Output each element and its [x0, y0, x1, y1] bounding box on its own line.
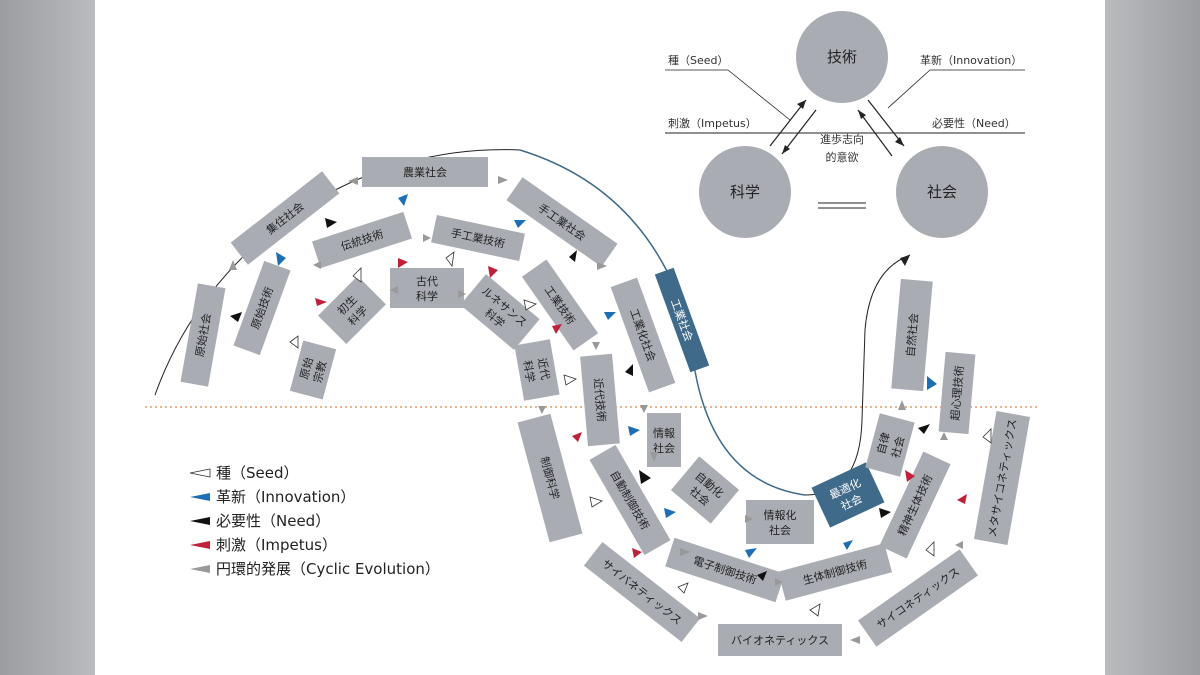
box-kodai-kagaku: 古代 科学	[390, 268, 464, 308]
svg-text:種（Seed）: 種（Seed）	[216, 464, 299, 482]
svg-text:社会: 社会	[769, 523, 791, 537]
svg-text:サイコネティックス: サイコネティックス	[874, 565, 962, 632]
box-meta-psycho: メタサイコネティックス	[973, 411, 1031, 545]
svg-text:必要性（Need）: 必要性（Need）	[216, 512, 330, 530]
svg-text:科学: 科学	[416, 289, 438, 303]
box-renaissance-kagaku: ルネサンス 科学	[460, 274, 540, 350]
svg-text:近代技術: 近代技術	[591, 378, 608, 423]
box-genshi-shakai: 原始社会	[180, 283, 226, 387]
box-jiritsu-shakai: 自律 社会	[865, 413, 915, 477]
svg-text:種（Seed）: 種（Seed）	[668, 53, 729, 67]
svg-text:刺激（Impetus）: 刺激（Impetus）	[668, 116, 757, 130]
legend-innovation: 革新（Innovation）	[190, 488, 355, 506]
circle-kagaku	[699, 146, 791, 238]
svg-text:社会: 社会	[888, 435, 907, 460]
box-shosei-kagaku: 初生 科学	[318, 276, 386, 344]
box-nogyo-shakai: 農業社会	[362, 157, 488, 187]
svg-text:古代: 古代	[416, 275, 438, 288]
legend: 種（Seed） 革新（Innovation） 必要性（Need） 刺激（Impe…	[189, 464, 440, 578]
box-genshi-shukyo: 原始 宗教	[289, 340, 337, 400]
legend-need: 必要性（Need）	[190, 512, 330, 530]
svg-text:革新（Innovation）: 革新（Innovation）	[216, 488, 355, 506]
svg-text:近代: 近代	[535, 357, 552, 381]
svg-text:的意欲: 的意欲	[826, 150, 859, 164]
triad-diagram: 技術 科学 社会 進歩志向 的意欲 種（Seed） 革新（Innovatio	[665, 11, 1025, 238]
arrow-markers	[229, 176, 992, 644]
box-joho-shakai: 情報 社会	[647, 413, 681, 467]
svg-text:社会: 社会	[653, 441, 675, 455]
box-kindai-kagaku: 近代 科学	[514, 339, 560, 401]
circle-shakai	[896, 146, 988, 238]
circle-gijutsu	[796, 11, 888, 103]
svg-text:科学: 科学	[730, 183, 760, 201]
svg-text:必要性（Need）: 必要性（Need）	[932, 116, 1016, 130]
right-backdrop	[1105, 0, 1200, 675]
svg-text:原始: 原始	[297, 356, 316, 381]
box-shukogyo-gijutsu: 手工業技術	[431, 214, 525, 262]
svg-text:革新（Innovation）: 革新（Innovation）	[920, 53, 1022, 67]
box-jidoka-shakai: 自動化 社会	[670, 456, 740, 524]
box-dento-gijutsu: 伝統技術	[312, 211, 412, 269]
box-shizen-shakai: 自然社会	[891, 278, 933, 392]
left-backdrop	[0, 0, 95, 675]
svg-text:情報化: 情報化	[764, 508, 797, 522]
svg-text:技術: 技術	[827, 48, 857, 66]
svg-text:情報: 情報	[653, 427, 675, 440]
box-seigyo-kagaku: 制御科学	[517, 413, 583, 543]
box-seitai-seigyo: 生体制御技術	[777, 543, 893, 601]
svg-text:刺激（Impetus）: 刺激（Impetus）	[216, 536, 337, 554]
svg-text:自然社会: 自然社会	[903, 312, 921, 357]
box-bionetics: バイオネティックス	[718, 624, 842, 656]
box-johoka-shakai: 情報化 社会	[746, 500, 814, 544]
box-kindai-gijutsu: 近代技術	[580, 353, 620, 447]
svg-text:バイオネティックス: バイオネティックス	[731, 634, 829, 647]
svg-text:農業社会: 農業社会	[403, 165, 447, 179]
box-kogyo-shakai-band: 工業社会	[654, 267, 710, 373]
legend-seed: 種（Seed）	[189, 464, 299, 482]
path-arrowhead	[900, 255, 910, 266]
legend-impetus: 刺激（Impetus）	[190, 536, 337, 554]
legend-cyclic: 円環的発展（Cyclic Evolution）	[190, 560, 440, 578]
box-chokokoro: 超心理技術	[938, 351, 976, 435]
svg-text:社会: 社会	[927, 183, 957, 201]
svg-text:宗教: 宗教	[310, 359, 329, 384]
box-genshi-gijutsu: 原始技術	[233, 260, 291, 356]
svg-text:進歩志向: 進歩志向	[820, 132, 864, 146]
box-saitekika-shakai: 最適化 社会	[811, 462, 885, 528]
svg-text:自律: 自律	[875, 431, 893, 456]
svg-text:科学: 科学	[520, 359, 538, 383]
svg-text:円環的発展（Cyclic Evolution）: 円環的発展（Cyclic Evolution）	[216, 560, 440, 578]
svg-text:超心理技術: 超心理技術	[948, 365, 967, 421]
